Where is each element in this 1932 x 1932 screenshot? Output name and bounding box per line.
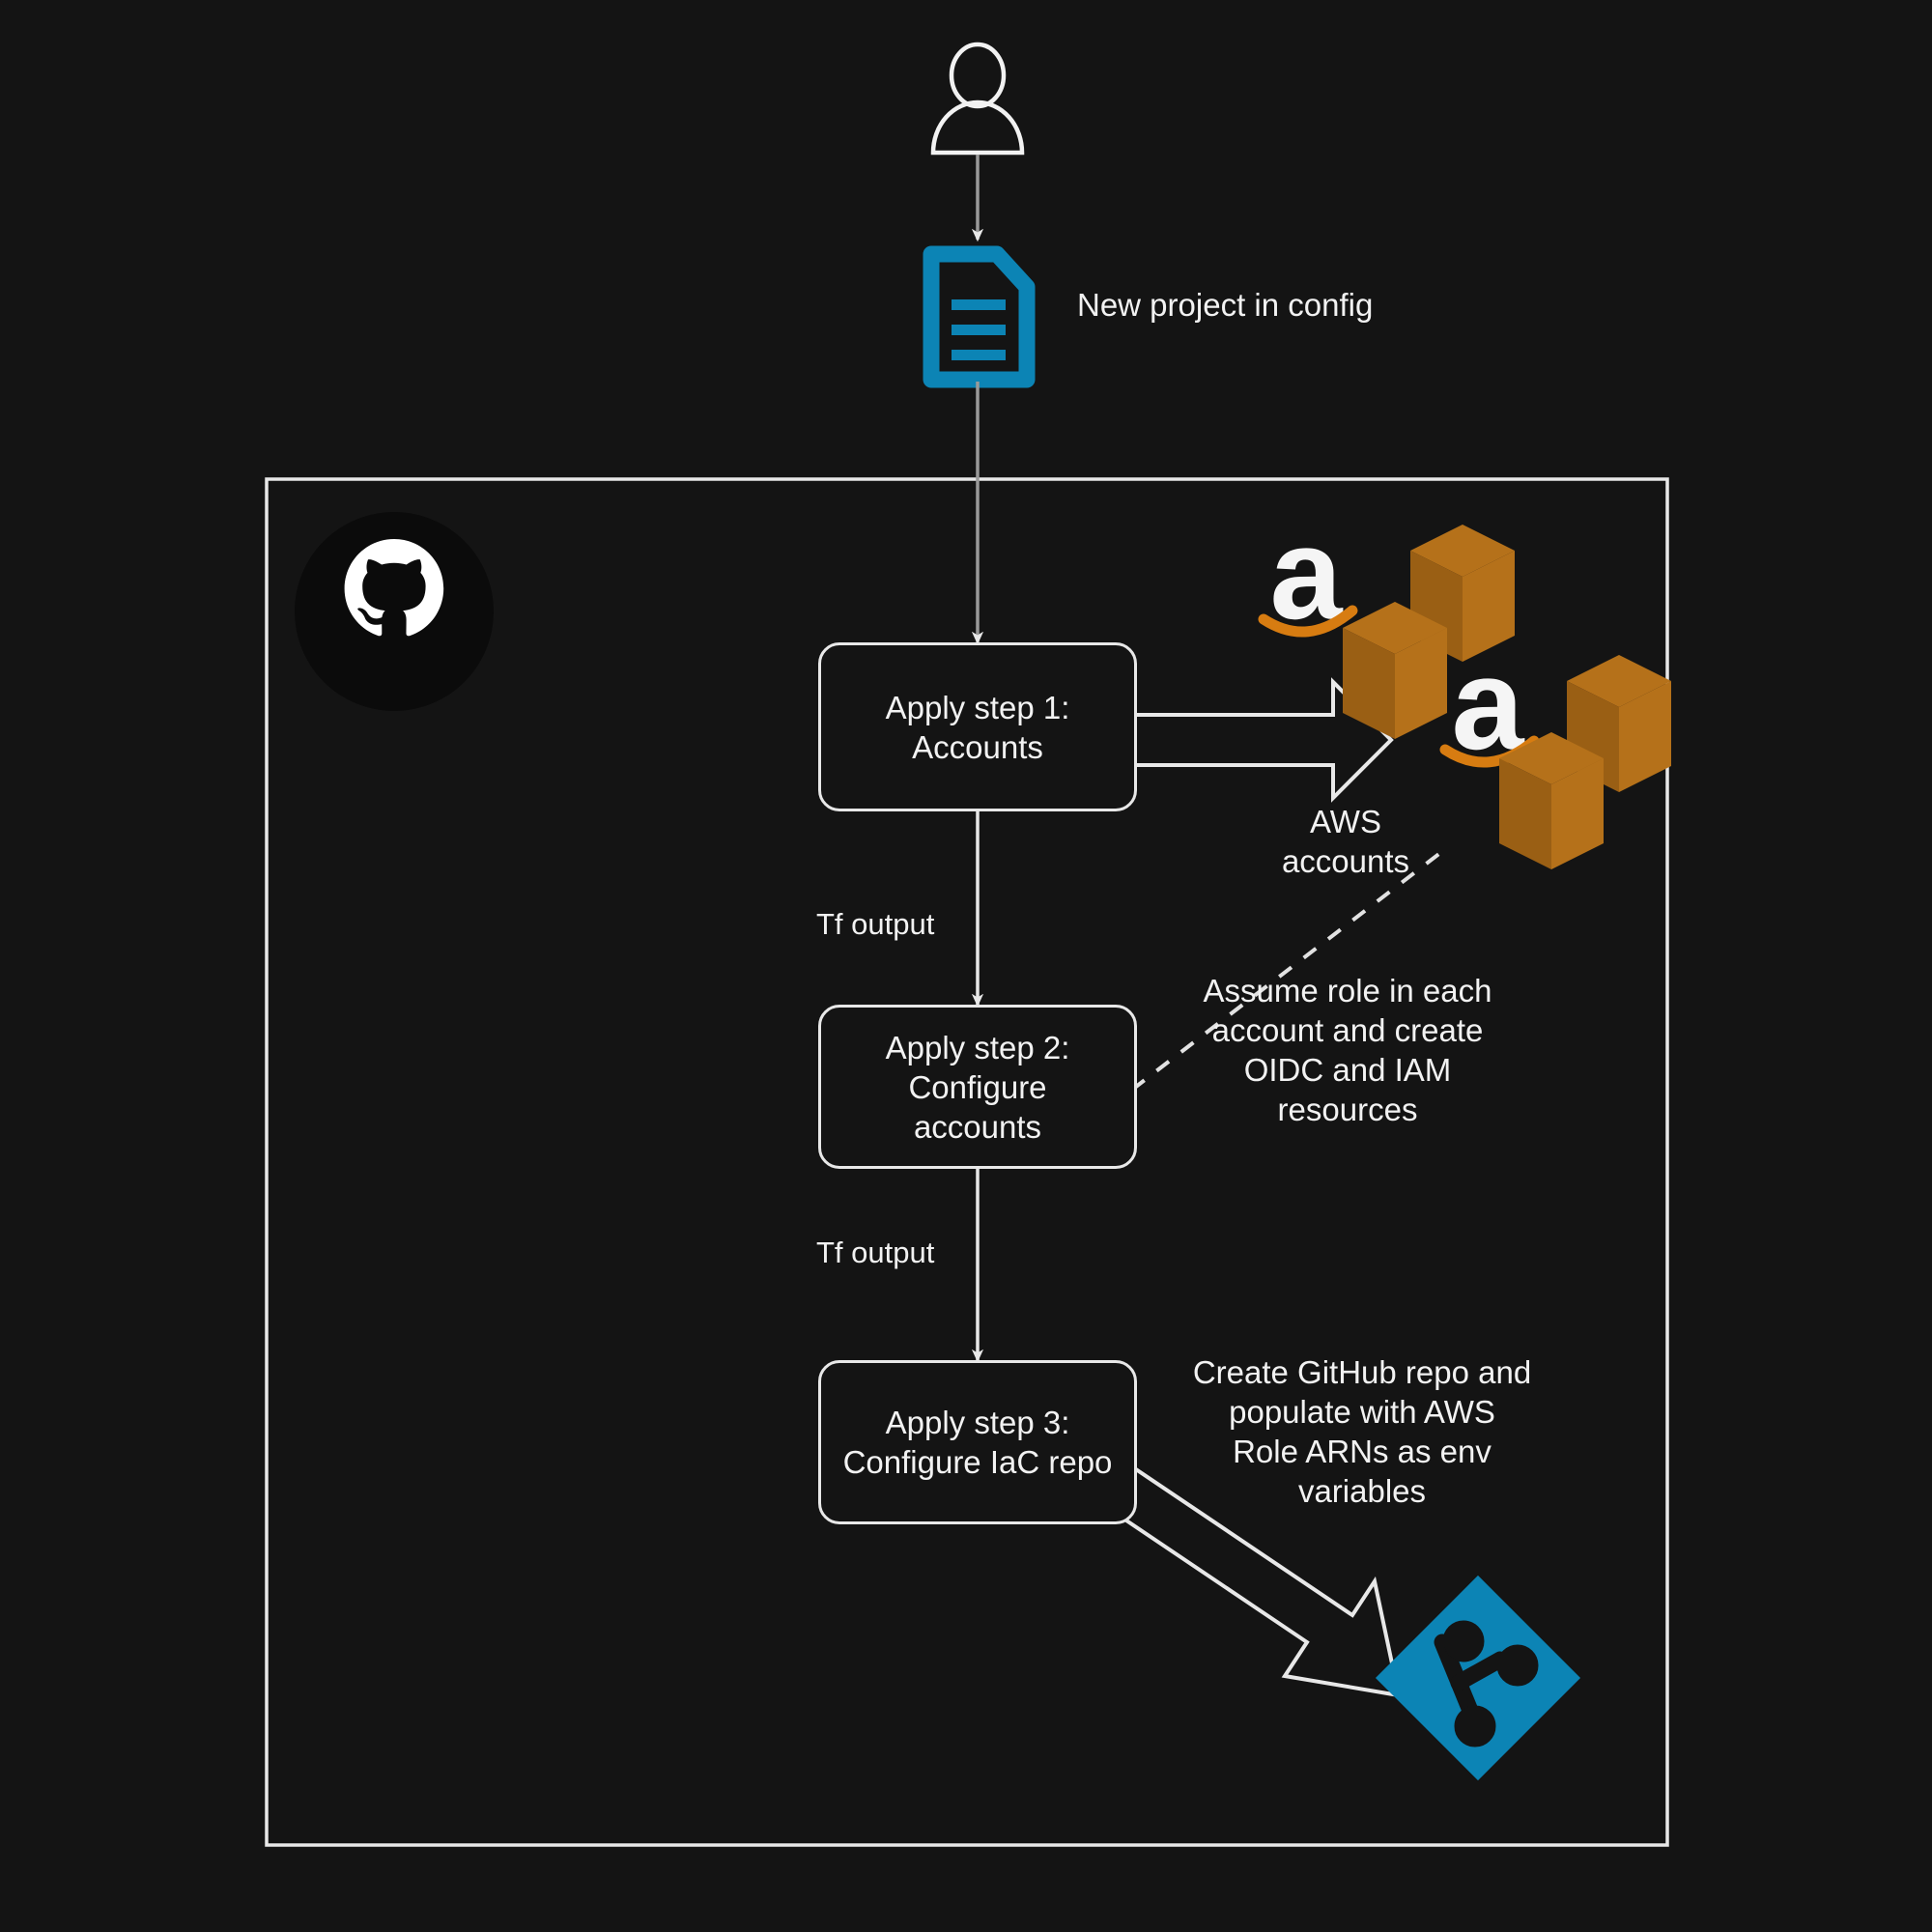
github-repository-boundary <box>265 477 1669 1847</box>
node-step1[interactable]: Apply step 1: Accounts <box>818 642 1137 811</box>
node-step3[interactable]: Apply step 3: Configure IaC repo <box>818 1360 1137 1524</box>
aws-account-icon-1: a <box>1258 500 1515 739</box>
dashed-annotation-line <box>1130 844 1451 1092</box>
user-actor-icon <box>930 42 1025 156</box>
node-step2-label: Apply step 2: Configure accounts <box>885 1029 1070 1145</box>
aws-account-icon-2: a <box>1439 631 1671 869</box>
document-icon <box>923 245 1036 388</box>
edge-label-step1-step2: Tf output <box>816 907 935 941</box>
git-icon <box>1375 1575 1581 1781</box>
node-step1-label: Apply step 1: Accounts <box>885 689 1070 765</box>
node-step3-label: Apply step 3: Configure IaC repo <box>842 1405 1113 1480</box>
annotation-create-repo: Create GitHub repo and populate with AWS… <box>1192 1354 1532 1509</box>
github-octocat-icon <box>295 512 494 711</box>
edge-label-step2-step3: Tf output <box>816 1236 935 1269</box>
block-arrow-to-aws <box>1130 677 1394 803</box>
annotation-assume-role: Assume role in each account and create O… <box>1203 973 1492 1127</box>
node-step2[interactable]: Apply step 2: Configure accounts <box>818 1005 1137 1169</box>
annotation-aws-accounts: AWS accounts <box>1281 804 1410 879</box>
config-doc-label: New project in config <box>1077 287 1374 323</box>
